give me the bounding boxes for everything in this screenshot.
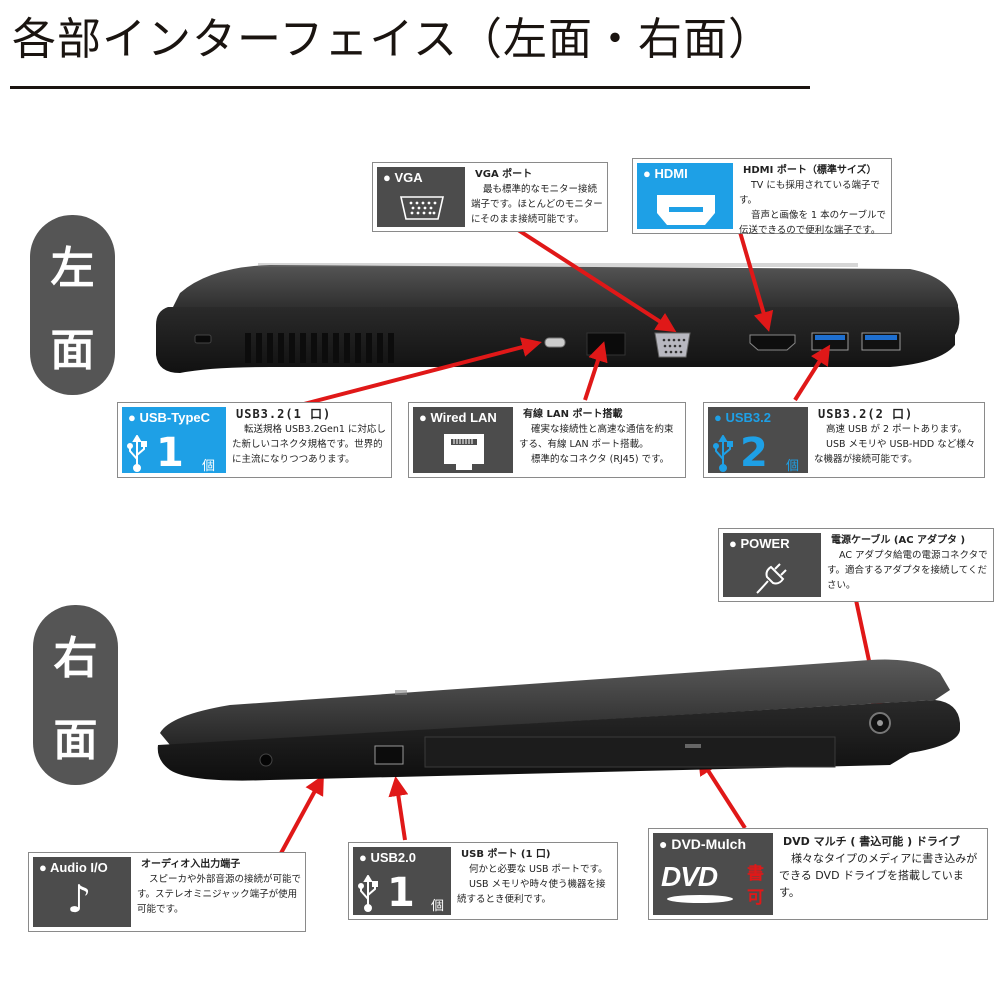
title-underline [10,86,810,89]
vga-body: 最も標準的なモニター接続端子です。ほとんどのモニターにそのまま接続可能です。 [471,184,603,225]
callout-wired-lan: ● Wired LAN 有線 LAN ポート搭載 確実な接続性と高速な通信を約束… [408,402,686,478]
callout-usb32: ● USB3.2 2 個 USB3.2(2 口) 高速 USB が 2 ポートあ… [703,402,985,478]
hdmi-description: HDMI ポート（標準サイズ） TV にも採用されている端子です。 音声と画像を… [733,163,887,236]
hdmi-port-icon [657,195,715,225]
wired-lan-description: 有線 LAN ポート搭載 確実な接続性と高速な通信を約束する、有線 LAN ポー… [513,407,681,473]
usb20-badge-label: ● USB2.0 [359,850,416,865]
usb32-badge: ● USB3.2 2 個 [708,407,808,476]
usb-typec-badge: ● USB-TypeC 1 個 [122,407,226,476]
right-side-label-line1: 右 [53,633,98,684]
usb20-badge: ● USB2.0 1 個 [353,847,451,915]
audio-body: スピーカや外部音源の接続が可能です。ステレオミニジャック端子が使用可能です。 [137,874,302,915]
wired-lan-badge-label: ● Wired LAN [419,410,497,425]
usb20-count-unit: 個 [431,899,445,914]
usb-typec-body: 転送規格 USB3.2Gen1 に対応した新しいコネクタ規格です。世界的に主流に… [232,424,386,465]
usb32-description: USB3.2(2 口) 高速 USB が 2 ポートあります。 USB メモリや… [808,407,980,473]
usb-icon [127,435,147,472]
usb-typec-count: 1 [156,430,184,476]
power-badge-label: ● POWER [729,536,790,551]
dvd-disc-shape [667,895,733,903]
usb-typec-count-unit: 個 [202,459,216,474]
wired-lan-body-1: 確実な接続性と高速な通信を約束する、有線 LAN ポート搭載。 [519,424,674,450]
audio-description: オーディオ入出力端子 スピーカや外部音源の接続が可能です。ステレオミニジャック端… [131,857,301,927]
usb32-count: 2 [740,430,768,476]
hdmi-body-2: 音声と画像を 1 本のケーブルで伝送できるので便利な端子です。 [739,210,887,236]
dvd-badge: ● DVD-Mulch DVD 書 可 [653,833,773,915]
hdmi-badge: ● HDMI [637,163,733,229]
usb20-description: USB ポート (1 口) 何かと必要な USB ポートです。 USB メモリや… [451,847,613,915]
vga-port-icon [399,196,445,220]
callout-dvd: ● DVD-Mulch DVD 書 可 DVD マルチ ( 書込可能 ) ドライ… [648,828,988,920]
usb-icon [358,875,378,912]
vga-description: VGA ポート 最も標準的なモニター接続端子です。ほとんどのモニターにそのまま接… [465,167,603,227]
callout-vga: ● VGA VGA ポート 最も標準的なモニター接続端子です。ほとんどのモニター… [372,162,608,232]
usb20-heading: USB ポート (1 口) [461,849,551,860]
wired-lan-body-2: 標準的なコネクタ (RJ45) です。 [531,454,670,465]
usb32-body-2: USB メモリや USB-HDD など様々な機器が接続可能です。 [814,439,976,465]
power-heading: 電源ケーブル (AC アダプタ ) [831,535,966,546]
dvd-heading: DVD マルチ ( 書込可能 ) ドライブ [783,835,960,848]
usb-icon [713,435,733,472]
usb20-body-2: USB メモリや時々使う機器を接続するとき便利です。 [457,879,606,905]
dvd-writable-mark-1: 書 [747,864,764,884]
vga-heading: VGA ポート [475,169,533,180]
audio-badge-label: ● Audio I/O [39,860,108,875]
left-side-label: 左 面 [30,215,115,395]
power-description: 電源ケーブル (AC アダプタ ) AC アダプタ給電の電源コネクタです。適合す… [821,533,989,597]
dvd-logo-icon: DVD [661,861,718,892]
hdmi-badge-label: ● HDMI [643,166,688,181]
usb32-body-1: 高速 USB が 2 ポートあります。 [826,424,968,435]
right-side-label-line2: 面 [53,715,98,766]
dvd-body: 様々なタイプのメディアに書き込みができる DVD ドライブを搭載しています。 [779,852,978,899]
usb-typec-heading: USB3.2(1 口) [236,407,332,421]
dvd-description: DVD マルチ ( 書込可能 ) ドライブ 様々なタイプのメディアに書き込みがで… [773,833,983,915]
wired-lan-heading: 有線 LAN ポート搭載 [523,409,623,420]
dvd-badge-label: ● DVD-Mulch [659,836,747,852]
power-badge: ● POWER [723,533,821,597]
usb-typec-badge-label: ● USB-TypeC [128,410,211,425]
hdmi-body-1: TV にも採用されている端子です。 [739,180,881,206]
usb-typec-description: USB3.2(1 口) 転送規格 USB3.2Gen1 に対応した新しいコネクタ… [226,407,387,473]
callout-usb20: ● USB2.0 1 個 USB ポート (1 口) 何かと必要な USB ポー… [348,842,618,920]
usb32-heading: USB3.2(2 口) [818,407,914,421]
wired-lan-badge: ● Wired LAN [413,407,513,473]
lan-port-icon [444,434,484,470]
callout-audio: ● Audio I/O ♪ オーディオ入出力端子 スピーカや外部音源の接続が可能… [28,852,306,932]
callout-usb-typec: ● USB-TypeC 1 個 USB3.2(1 口) 転送規格 USB3.2G… [117,402,392,478]
usb32-count-unit: 個 [786,459,800,474]
dvd-writable-mark-2: 可 [747,888,764,908]
vga-badge: ● VGA [377,167,465,227]
music-note-icon: ♪ [67,877,92,921]
audio-badge: ● Audio I/O ♪ [33,857,131,927]
vga-badge-label: ● VGA [383,170,423,185]
left-side-label-line1: 左 [50,243,95,294]
callout-hdmi: ● HDMI HDMI ポート（標準サイズ） TV にも採用されている端子です。… [632,158,892,236]
power-body: AC アダプタ給電の電源コネクタです。適合するアダプタを接続してください。 [827,550,988,591]
left-side-label-line2: 面 [50,325,95,376]
audio-heading: オーディオ入出力端子 [141,859,241,870]
callout-power: ● POWER 電源ケーブル (AC アダプタ ) AC アダプタ給電の電源コネ… [718,528,994,602]
page-title: 各部インターフェイス（左面・右面） [12,14,774,65]
laptop-right-side-photo [157,659,960,781]
power-plug-icon [756,563,787,594]
hdmi-heading: HDMI ポート（標準サイズ） [743,165,877,176]
right-side-label: 右 面 [33,605,118,785]
usb20-count: 1 [387,870,415,916]
usb20-body-1: 何かと必要な USB ポートです。 [469,864,608,875]
usb32-badge-label: ● USB3.2 [714,410,771,425]
